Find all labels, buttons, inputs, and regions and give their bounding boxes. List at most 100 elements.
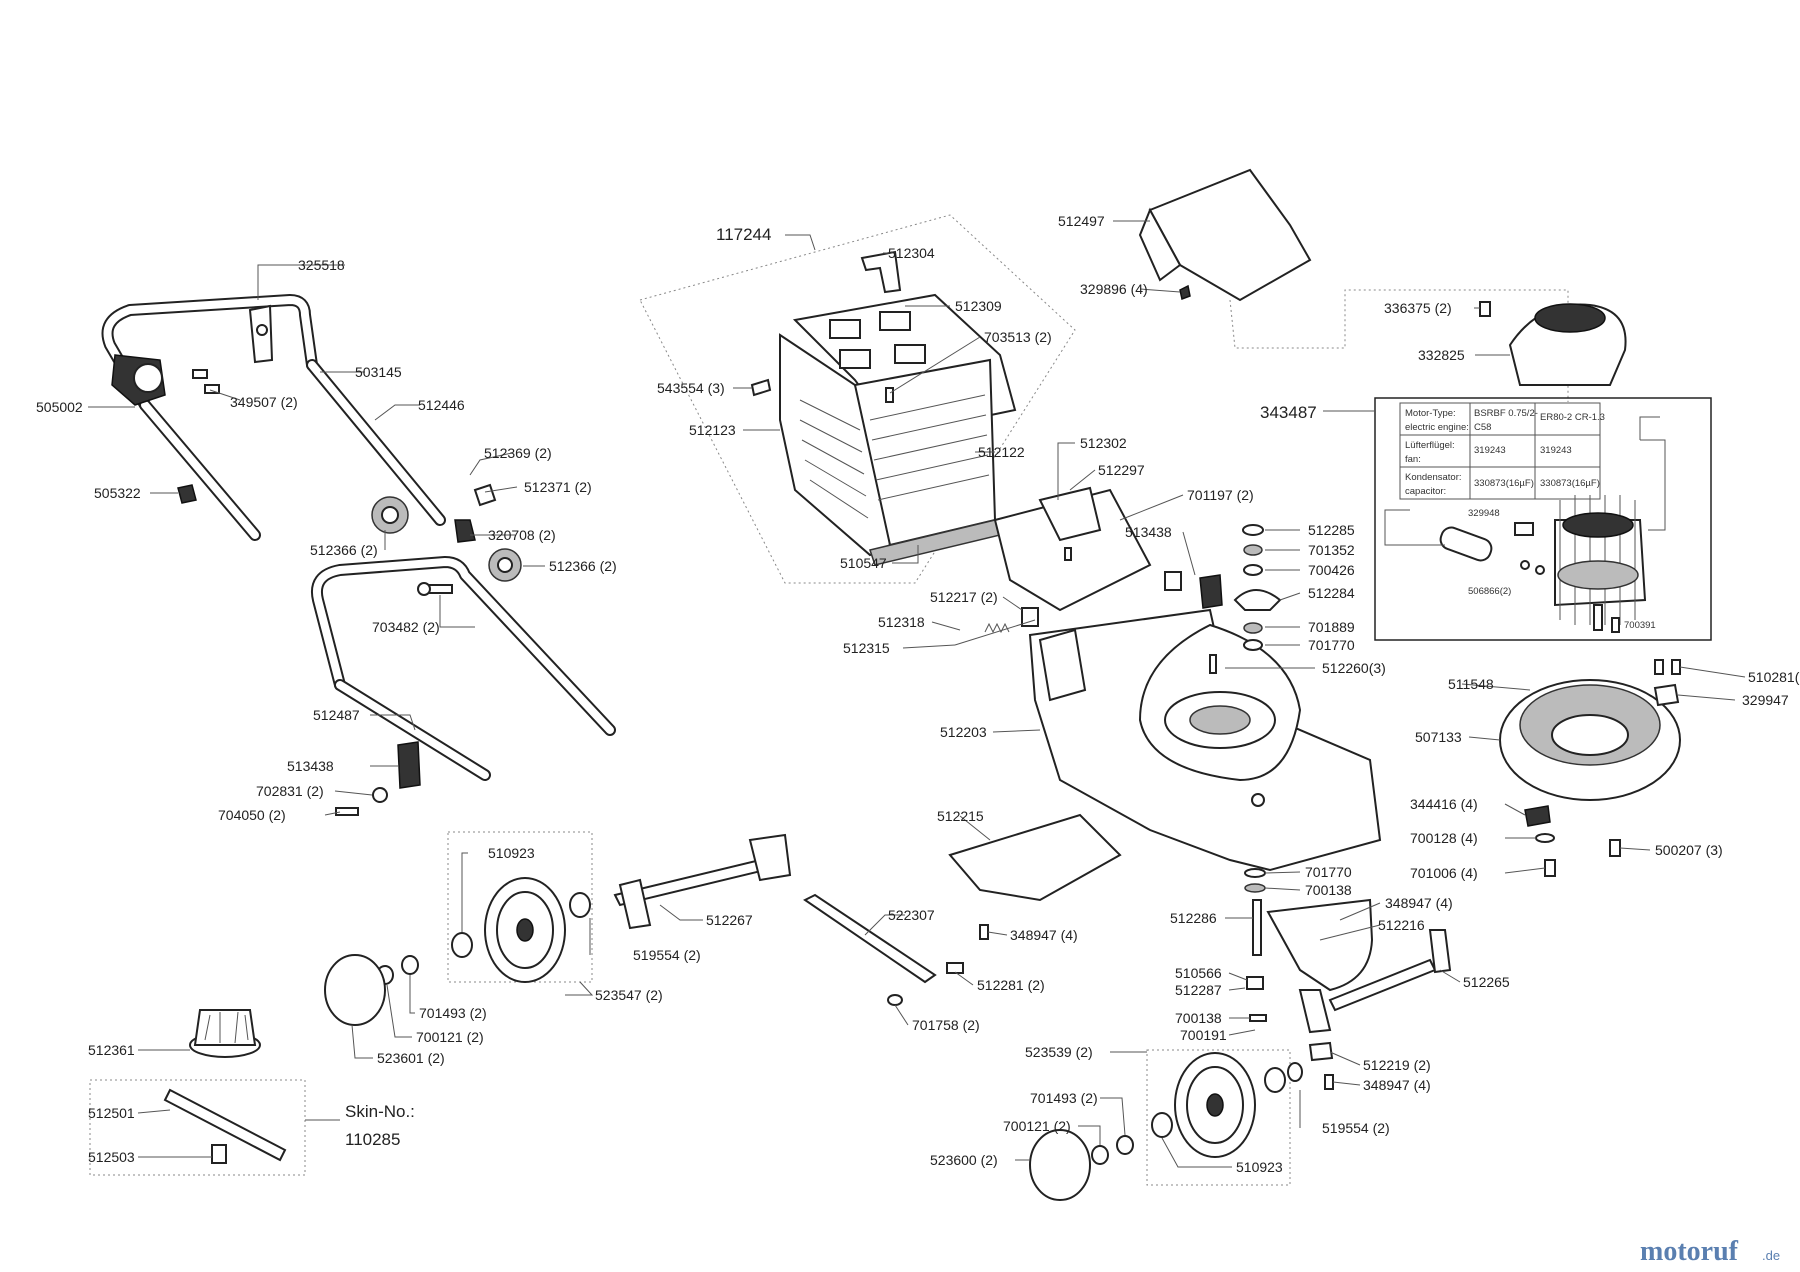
label-512123: 512123 bbox=[689, 422, 736, 438]
label-510923a: 510923 bbox=[488, 845, 535, 861]
brushes-506866 bbox=[1520, 560, 1545, 575]
fan-hub-512361 bbox=[189, 1009, 261, 1058]
table-r2c2: 319243 bbox=[1474, 445, 1506, 456]
label-512446: 512446 bbox=[418, 397, 465, 413]
label-332825: 332825 bbox=[1418, 347, 1465, 363]
watermark-tld: .de bbox=[1762, 1248, 1780, 1263]
label-700121a: 700121 (2) bbox=[416, 1029, 484, 1045]
bearing-519554a bbox=[569, 892, 591, 918]
cap-523601 bbox=[324, 954, 386, 1026]
wheel-523547 bbox=[484, 877, 566, 983]
label-349507: 349507 (2) bbox=[230, 394, 298, 410]
table-r1c2b: C58 bbox=[1474, 422, 1491, 433]
screw-704050 bbox=[335, 807, 359, 816]
label-701006: 701006 (4) bbox=[1410, 865, 1478, 881]
label-320708: 320708 (2) bbox=[488, 527, 556, 543]
label-512487: 512487 bbox=[313, 707, 360, 723]
label-700138b: 700138 bbox=[1175, 1010, 1222, 1026]
label-512122: 512122 bbox=[978, 444, 1025, 460]
screw-701006 bbox=[1544, 859, 1556, 877]
label-512501: 512501 bbox=[88, 1105, 135, 1121]
lower-handle-512487 bbox=[311, 556, 616, 781]
label-701770b: 701770 bbox=[1305, 864, 1352, 880]
blade-512501 bbox=[163, 1088, 287, 1162]
skin-no-label: Skin-No.: bbox=[345, 1102, 415, 1121]
washers-right-stack bbox=[1233, 524, 1282, 651]
label-512366a: 512366 (2) bbox=[310, 542, 378, 558]
pin-700138b bbox=[1249, 1014, 1267, 1022]
label-512371: 512371 (2) bbox=[524, 479, 592, 495]
table-r3c2: 330873(16µF) bbox=[1474, 478, 1534, 489]
label-325518: 325518 bbox=[298, 257, 345, 273]
table-r1c3: ER80-2 CR-1.3 bbox=[1540, 412, 1605, 423]
screw-512297 bbox=[1064, 547, 1072, 561]
label-343487: 343487 bbox=[1260, 403, 1317, 422]
rear-flap-512497 bbox=[1138, 168, 1312, 302]
leader-lines bbox=[88, 220, 1746, 1168]
motor-cover-332825 bbox=[1508, 303, 1627, 386]
label-701493b: 701493 (2) bbox=[1030, 1090, 1098, 1106]
bolt-703482 bbox=[417, 582, 453, 596]
cap-523600 bbox=[1029, 1129, 1091, 1201]
label-329948: 329948 bbox=[1468, 508, 1500, 519]
label-512281: 512281 (2) bbox=[977, 977, 1045, 993]
clip-513438-left bbox=[397, 741, 421, 789]
watermark-logo: motoruf .de bbox=[1640, 1236, 1780, 1267]
baffle-512216 bbox=[1266, 898, 1374, 992]
label-512217: 512217 (2) bbox=[930, 589, 998, 605]
lead-capacitor-table bbox=[1384, 509, 1445, 546]
screws-512281 bbox=[946, 962, 964, 974]
label-117244: 117244 bbox=[716, 225, 771, 244]
grassbox-mesh bbox=[799, 394, 990, 519]
label-510923b: 510923 bbox=[1236, 1159, 1283, 1175]
clip-512219 bbox=[1308, 1041, 1334, 1062]
screw-348947a bbox=[979, 924, 989, 940]
label-512366b: 512366 (2) bbox=[549, 558, 617, 574]
label-510547: 510547 bbox=[840, 555, 887, 571]
motor-table: Motor-Type: electric engine: BSRBF 0.75/… bbox=[1399, 402, 1605, 500]
label-704050: 704050 (2) bbox=[218, 807, 286, 823]
label-336375: 336375 (2) bbox=[1384, 300, 1452, 316]
label-701352: 701352 bbox=[1308, 542, 1355, 558]
rear-axle-512265 bbox=[1298, 929, 1452, 1034]
label-701493a: 701493 (2) bbox=[419, 1005, 487, 1021]
label-523539: 523539 (2) bbox=[1025, 1044, 1093, 1060]
table-r1c2a: BSRBF 0.75/2- bbox=[1474, 408, 1538, 419]
fan-rod-700391 bbox=[1611, 617, 1620, 633]
label-700426: 700426 bbox=[1308, 562, 1355, 578]
clip-329948 bbox=[1514, 522, 1534, 536]
label-513438a: 513438 bbox=[287, 758, 334, 774]
label-700121b: 700121 (2) bbox=[1003, 1118, 1071, 1134]
washer-700121b bbox=[1091, 1145, 1109, 1165]
rear-flap-group-outline bbox=[1229, 289, 1569, 402]
spring-512318 bbox=[954, 619, 1036, 646]
label-703513: 703513 (2) bbox=[984, 329, 1052, 345]
label-701758: 701758 (2) bbox=[912, 1017, 980, 1033]
label-512302: 512302 bbox=[1080, 435, 1127, 451]
front-axle-512267 bbox=[613, 833, 792, 930]
clips-512217 bbox=[1021, 571, 1182, 627]
wheel-523539 bbox=[1174, 1052, 1256, 1158]
label-344416: 344416 (4) bbox=[1410, 796, 1478, 812]
pin-512286 bbox=[1252, 899, 1262, 956]
grassbox-handle-512304 bbox=[860, 250, 902, 294]
label-702831: 702831 (2) bbox=[256, 783, 324, 799]
knob-505322 bbox=[177, 484, 197, 504]
clip-329947 bbox=[1653, 683, 1680, 707]
motor-flange-507133 bbox=[1499, 679, 1681, 801]
label-512497: 512497 bbox=[1058, 213, 1105, 229]
label-700191: 700191 bbox=[1180, 1027, 1227, 1043]
label-700138a: 700138 bbox=[1305, 882, 1352, 898]
label-510566: 510566 bbox=[1175, 965, 1222, 981]
grassbox-group-outline bbox=[639, 214, 1076, 584]
label-512309: 512309 bbox=[955, 298, 1002, 314]
label-512318: 512318 bbox=[878, 614, 925, 630]
bushing-510923b bbox=[1151, 1112, 1173, 1138]
label-505002: 505002 bbox=[36, 399, 83, 415]
screws-703513 bbox=[885, 387, 894, 403]
label-701770a: 701770 bbox=[1308, 637, 1355, 653]
table-r1c1b: electric engine: bbox=[1405, 422, 1469, 433]
label-523600: 523600 (2) bbox=[930, 1152, 998, 1168]
discharge-plate-512215 bbox=[948, 813, 1122, 902]
upper-handle-325518 bbox=[101, 294, 318, 411]
